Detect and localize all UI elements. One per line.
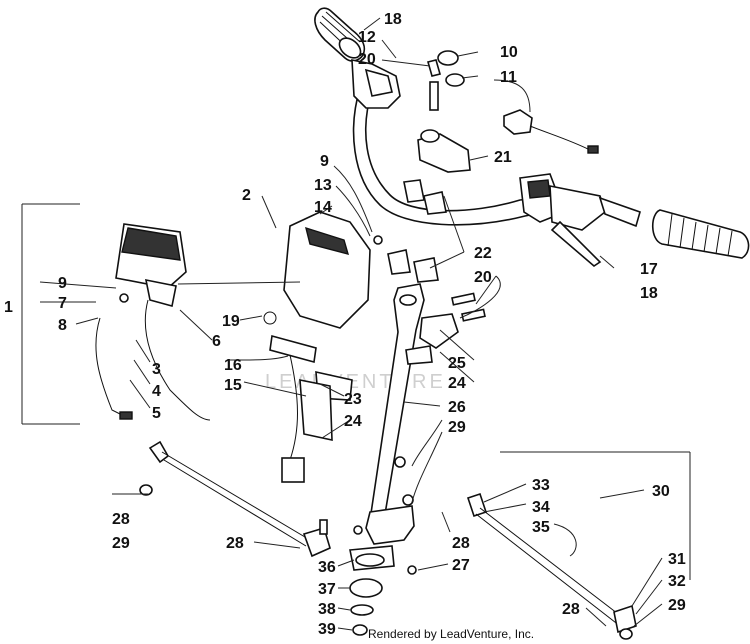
callout-11: 11 (500, 69, 517, 86)
callout-28-left: 28 (112, 511, 130, 528)
callout-3: 3 (152, 361, 161, 378)
callout-23: 23 (344, 391, 362, 408)
callout-36: 36 (318, 559, 336, 576)
callout-35: 35 (532, 519, 550, 536)
left-grip (314, 7, 366, 62)
callout-29-left: 29 (112, 535, 130, 552)
callout-24-left: 24 (344, 413, 362, 430)
mount-bracket (299, 370, 353, 441)
callout-1: 1 (4, 299, 13, 316)
callout-17: 17 (640, 261, 658, 278)
callout-22: 22 (474, 245, 492, 262)
tie-rod-left (139, 440, 331, 558)
throttle-housing (351, 59, 401, 109)
callout-15: 15 (224, 377, 242, 394)
leader-lines (39, 17, 663, 631)
bearing-stack (349, 545, 395, 636)
callout-10: 10 (500, 44, 518, 61)
callout-38: 38 (318, 601, 336, 618)
switch-panel (269, 334, 317, 483)
callout-37: 37 (318, 581, 336, 598)
callout-14: 14 (314, 199, 332, 216)
callout-labels: 1 2 3 4 5 6 7 8 9 9 10 11 12 13 14 15 16… (4, 11, 686, 638)
callout-34: 34 (532, 499, 550, 516)
callout-28-right: 28 (562, 601, 580, 618)
callout-16: 16 (224, 357, 242, 374)
bolt-12 (427, 59, 441, 111)
clamp-blocks (387, 179, 447, 283)
callout-18-right: 18 (640, 285, 658, 302)
callout-32: 32 (668, 573, 686, 590)
callout-8: 8 (58, 317, 67, 334)
callout-13: 13 (314, 177, 332, 194)
group-bracket-1 (21, 203, 80, 425)
callout-9-left: 9 (58, 275, 67, 292)
callout-24-right: 24 (448, 375, 466, 392)
callout-21: 21 (494, 149, 512, 166)
callout-6: 6 (212, 333, 221, 350)
tie-rod-right (466, 492, 637, 640)
right-grip (651, 209, 750, 259)
clamp-25 (405, 313, 459, 365)
callout-7: 7 (58, 295, 67, 312)
bracket-21 (417, 129, 471, 173)
callout-39: 39 (318, 621, 336, 638)
callout-25: 25 (448, 355, 466, 372)
kill-switch (437, 50, 599, 154)
credit-text: Rendered by LeadVenture, Inc. (368, 627, 534, 641)
callout-30: 30 (652, 483, 670, 500)
brake-assembly (519, 173, 641, 268)
watermark: LEADVENTURE (265, 371, 446, 393)
steering-post (365, 283, 425, 545)
callout-19: 19 (222, 313, 240, 330)
callout-29-right: 29 (668, 597, 686, 614)
console-cover (263, 211, 371, 329)
callout-29-mid: 29 (448, 419, 466, 436)
callout-12: 12 (358, 29, 376, 46)
callout-4: 4 (152, 383, 161, 400)
callout-33: 33 (532, 477, 550, 494)
callout-20-right: 20 (474, 269, 492, 286)
callout-28-center: 28 (452, 535, 470, 552)
callout-26: 26 (448, 399, 466, 416)
callout-2: 2 (242, 187, 251, 204)
callout-28-mid: 28 (226, 535, 244, 552)
bolt-20 (451, 292, 486, 322)
callout-18-top: 18 (384, 11, 402, 28)
speedometer (95, 223, 211, 421)
callout-31: 31 (668, 551, 686, 568)
hardware-nuts (119, 235, 417, 575)
group-bracket-30 (500, 451, 691, 580)
callout-27: 27 (452, 557, 470, 574)
callout-20-top: 20 (358, 51, 376, 68)
callout-5: 5 (152, 405, 161, 422)
callout-9-top: 9 (320, 153, 329, 170)
